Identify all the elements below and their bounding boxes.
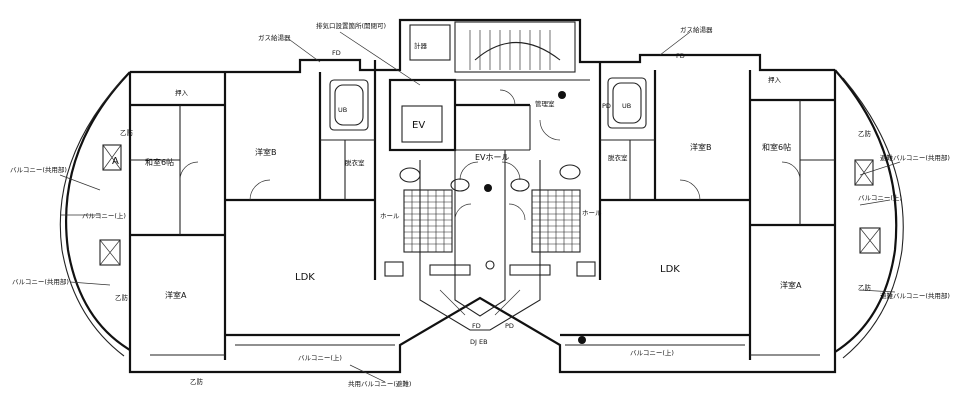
label-balcony-left-side: バルコニー(上) bbox=[82, 211, 126, 220]
label-balcony-right-top: 避難バルコニー(共用部) bbox=[880, 153, 950, 162]
label-ev-hall: EVホール bbox=[475, 153, 510, 162]
hatch-right bbox=[531, 189, 581, 253]
label-gas-right: ガス給湯器 bbox=[680, 25, 713, 34]
label-oshiire-right: 押入 bbox=[768, 75, 782, 84]
label-balcony-right-bottom: バルコニー(上) bbox=[630, 348, 674, 357]
label-hall-right: ホール bbox=[582, 209, 602, 217]
entrance-corridor bbox=[419, 260, 541, 331]
label-hall-left: ホール bbox=[380, 212, 400, 220]
left-unit-walls bbox=[130, 60, 400, 360]
label-balcony-left-mid: バルコニー(共用部) bbox=[12, 277, 69, 286]
doors bbox=[179, 89, 801, 221]
label-datsuijo-left: 脱衣室 bbox=[345, 158, 365, 167]
label-ev: EV bbox=[412, 120, 425, 131]
label-kanrishitsu: 管理室 bbox=[535, 99, 555, 108]
label-ldk-right: LDK bbox=[660, 264, 680, 275]
label-marker-a: A bbox=[112, 156, 119, 167]
label-pd-2: PD bbox=[602, 102, 611, 110]
label-balcony-left-bottom: バルコニー(上) bbox=[298, 353, 342, 362]
label-balcony-right-side: バルコニー(上) bbox=[858, 193, 902, 202]
label-youshitsu-a-left: 洋室A bbox=[165, 290, 187, 300]
fixtures bbox=[329, 77, 647, 344]
leader-lines bbox=[59, 31, 901, 383]
room-labels: EV EVホール LDK LDK 洋室B 洋室B 洋室A 洋室A 和室6帖 和室… bbox=[10, 21, 950, 388]
label-pipe-note: 排気口設置箇所(開閉可) bbox=[316, 21, 386, 30]
label-fd-3: FD bbox=[676, 52, 685, 60]
label-washitsu-right: 和室6帖 bbox=[762, 142, 791, 152]
label-fd-2: FD bbox=[472, 322, 481, 330]
right-unit-walls bbox=[560, 62, 835, 360]
label-keiki-bottom: DJ EB bbox=[470, 338, 488, 346]
label-datsuijo-right: 脱衣室 bbox=[608, 153, 628, 162]
label-otsu-l2: 乙防 bbox=[120, 128, 134, 137]
hatch-left bbox=[403, 189, 453, 253]
label-balcony-center-bottom: 共用バルコニー(避難) bbox=[348, 379, 411, 388]
label-otsu-r1: 乙防 bbox=[858, 129, 872, 138]
label-balcony-left-top: バルコニー(共用部) bbox=[10, 165, 67, 174]
label-ub-left: UB bbox=[338, 106, 347, 114]
label-washitsu-left: 和室6帖 bbox=[145, 157, 174, 167]
outer-walls bbox=[59, 18, 904, 374]
label-youshitsu-b-left: 洋室B bbox=[255, 147, 277, 157]
label-pd-1: PD bbox=[505, 322, 514, 330]
label-otsu-r2: 乙防 bbox=[858, 283, 872, 292]
label-fd-1: FD bbox=[332, 49, 341, 57]
label-youshitsu-b-right: 洋室B bbox=[690, 142, 712, 152]
label-oshiire-left: 押入 bbox=[175, 88, 189, 97]
label-balcony-right-mid: 避難バルコニー(共用部) bbox=[880, 291, 950, 300]
balcony-grates bbox=[99, 144, 881, 266]
label-youshitsu-a-right: 洋室A bbox=[780, 280, 802, 290]
label-ub-right: UB bbox=[622, 102, 631, 110]
label-gas-left: ガス給湯器 bbox=[258, 33, 291, 42]
label-keiki: 計器 bbox=[414, 41, 428, 50]
label-otsu-l1: 乙防 bbox=[115, 293, 129, 302]
label-ldk-left: LDK bbox=[295, 272, 315, 283]
label-otsu-b: 乙防 bbox=[190, 377, 204, 386]
